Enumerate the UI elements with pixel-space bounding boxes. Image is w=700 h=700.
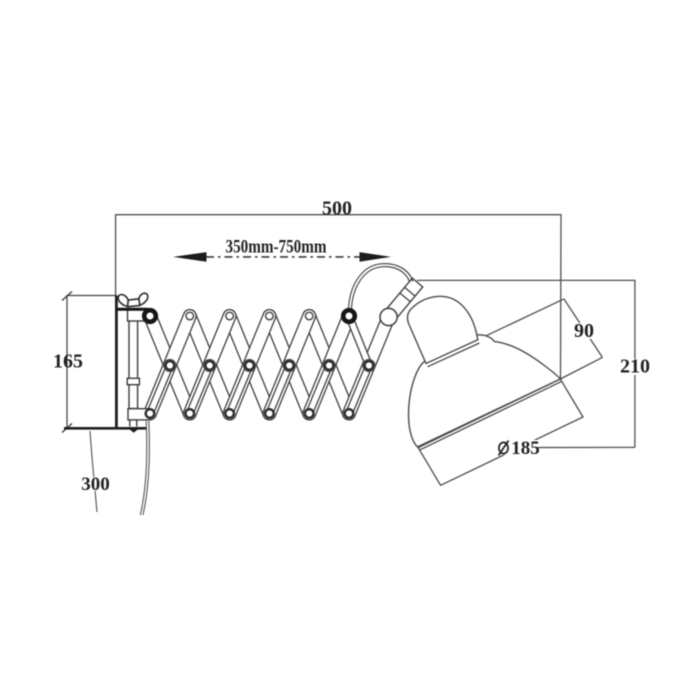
svg-text:90: 90 <box>574 320 594 342</box>
svg-text:185: 185 <box>511 438 540 459</box>
svg-text:300: 300 <box>81 474 110 495</box>
svg-text:350mm-750mm: 350mm-750mm <box>226 237 327 258</box>
svg-text:210: 210 <box>620 356 650 378</box>
svg-text:500: 500 <box>322 198 352 220</box>
svg-text:165: 165 <box>53 351 83 373</box>
